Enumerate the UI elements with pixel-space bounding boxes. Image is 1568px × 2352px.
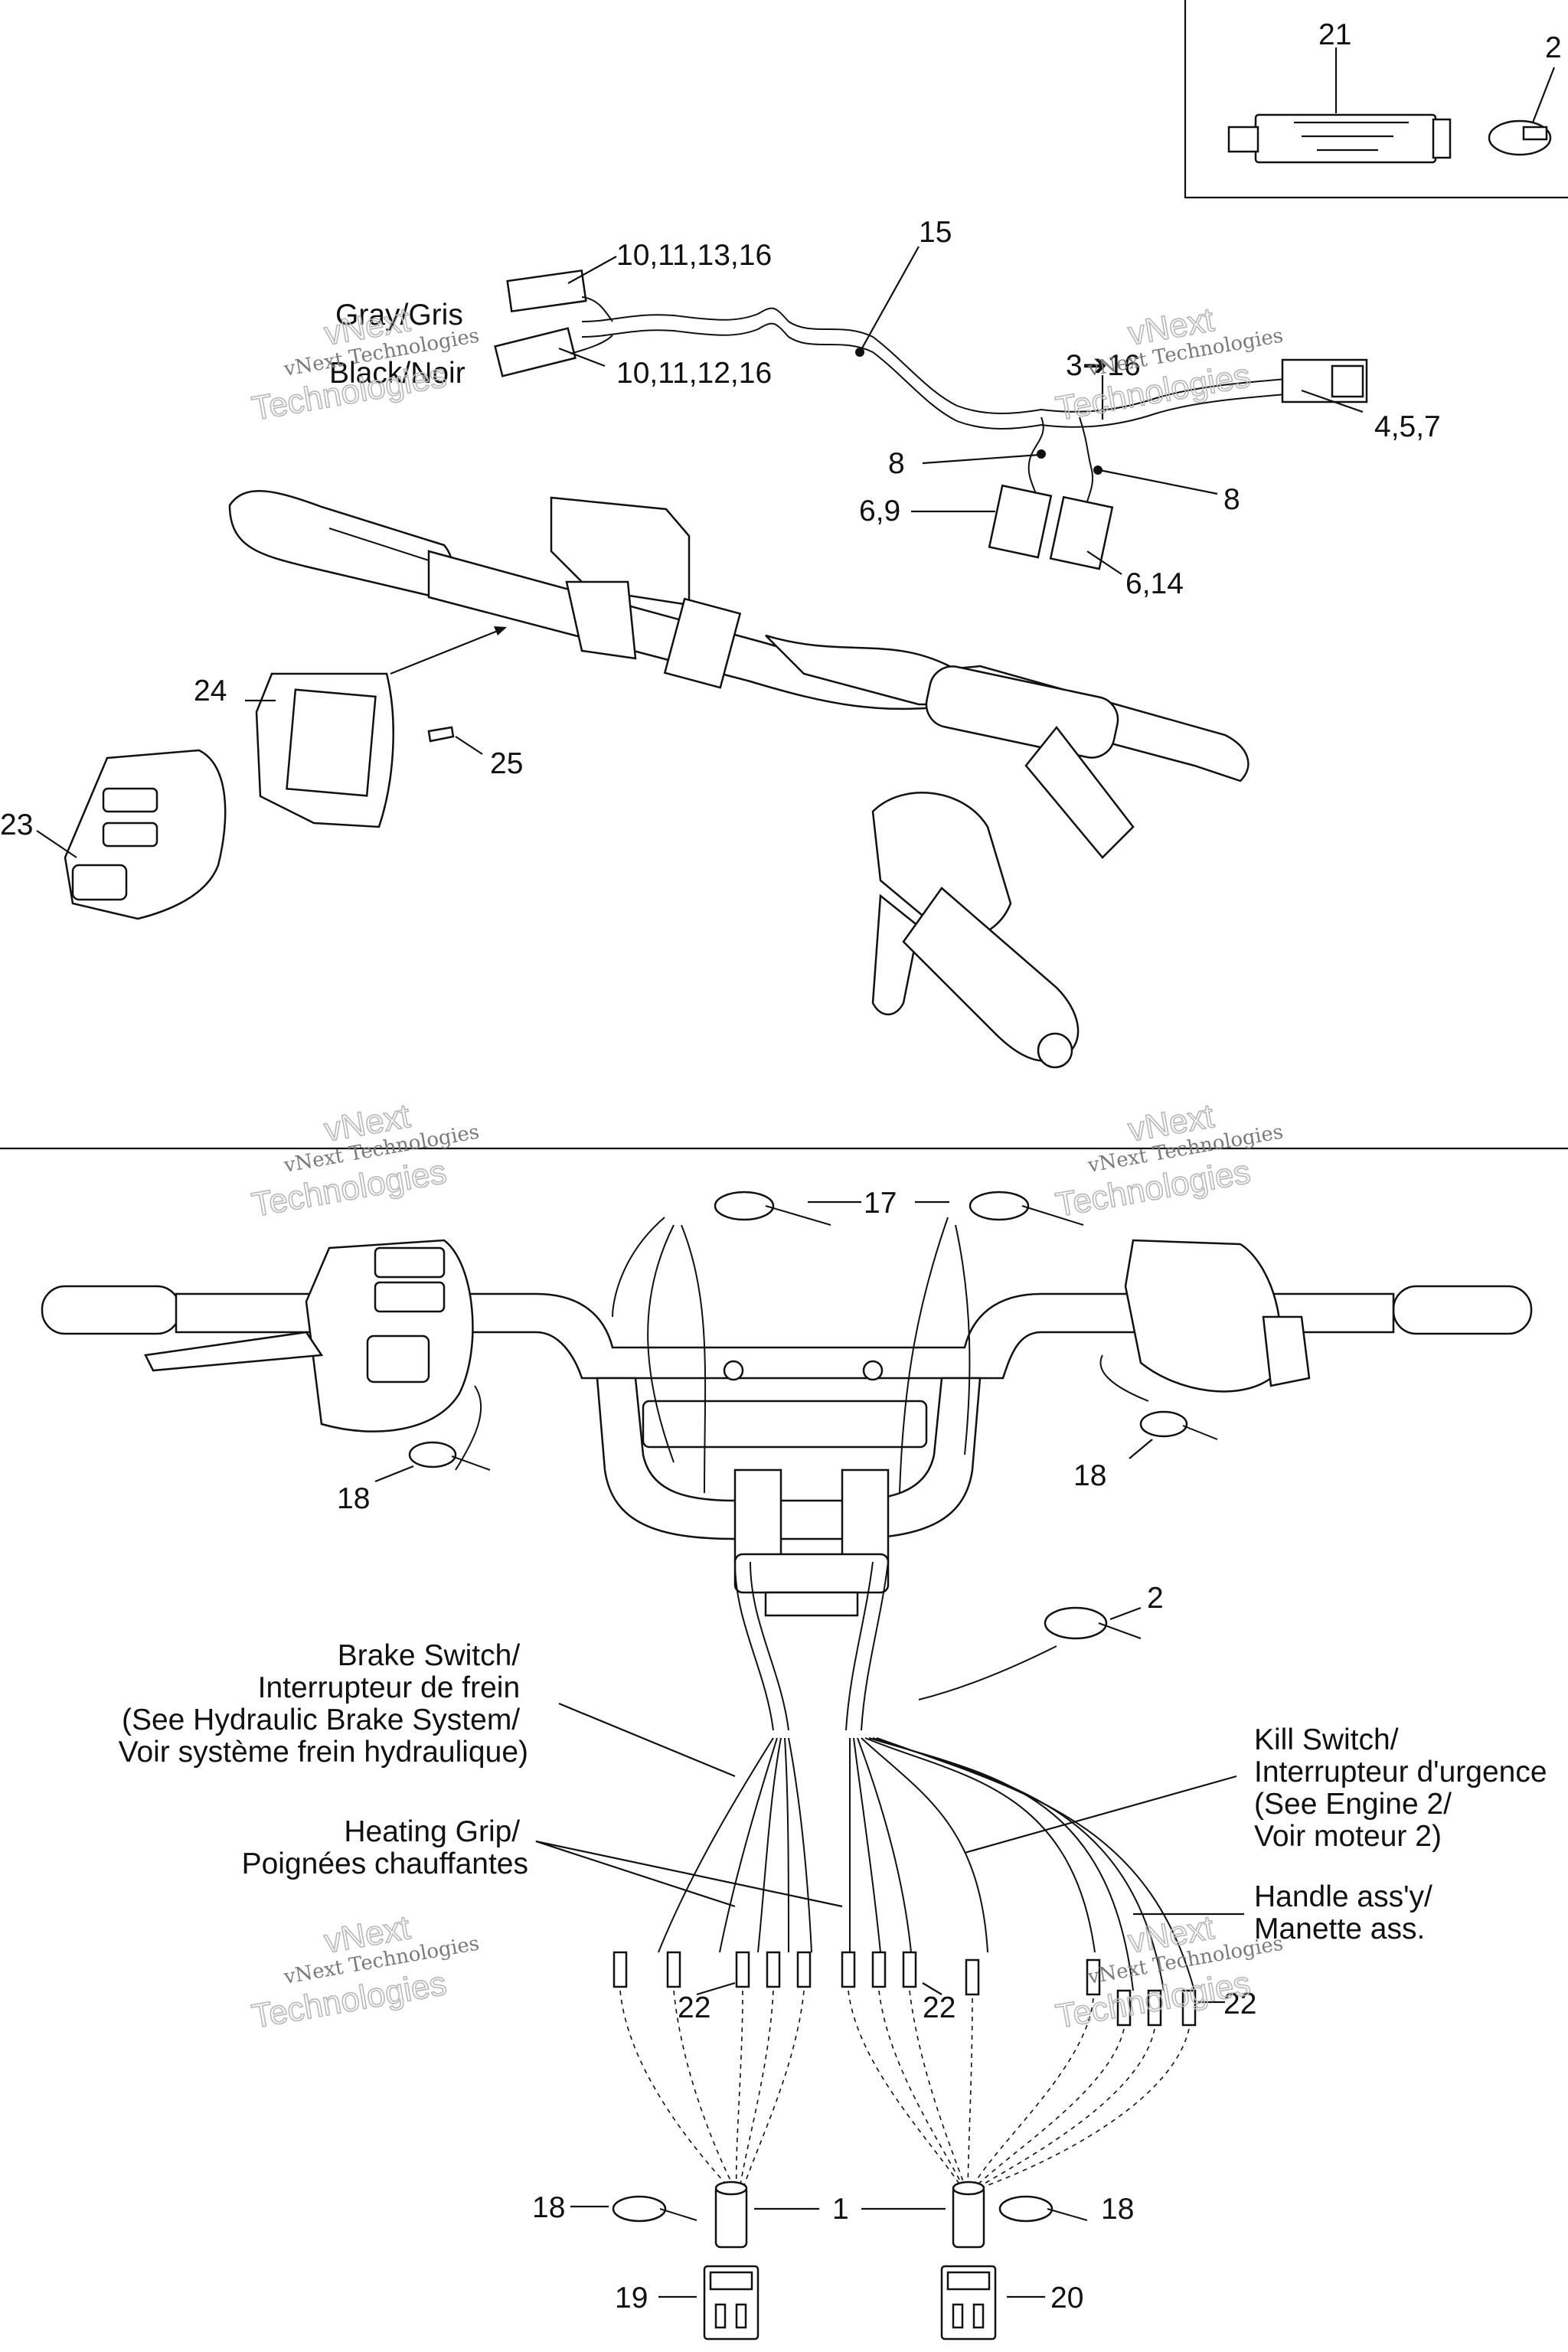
note-kill-line4: Voir moteur 2) (1254, 1820, 1442, 1853)
callout-19: 19 (615, 2282, 648, 2314)
callout-15: 15 (919, 216, 952, 249)
harness-bundles (658, 1561, 1195, 1991)
inset-box: 21 2 (1184, 0, 1568, 199)
callout-8-left: 8 (888, 447, 905, 480)
callout-10-11-13-16: 10,11,13,16 (616, 239, 772, 272)
cable-ties-17 (714, 1191, 1084, 1226)
right-grip-front (1392, 1285, 1533, 1335)
note-brake-line1: Brake Switch/ (338, 1639, 521, 1672)
dashed-leads (619, 1990, 1190, 2190)
tie-18-left (408, 1441, 457, 1468)
wire-label-gray: Gray/Gris (335, 299, 463, 332)
connector-gray (506, 269, 587, 313)
connector-6-9 (988, 484, 1053, 559)
left-brake-lever (144, 1331, 324, 1372)
left-grip (228, 490, 454, 599)
grease-tube (1227, 113, 1452, 164)
note-kill-line1: Kill Switch/ (1254, 1723, 1399, 1756)
callout-24: 24 (194, 675, 227, 707)
sleeves-1 (714, 2180, 985, 2249)
connector-6-14 (1049, 495, 1114, 570)
plug-19 (703, 2265, 760, 2341)
handlebar-front (41, 1239, 1533, 1617)
left-grip-front (41, 1285, 181, 1335)
callout-20: 20 (1050, 2282, 1083, 2314)
tie-ring (1488, 119, 1552, 156)
callout-18-right: 18 (1073, 1459, 1106, 1492)
callout-6-14: 6,14 (1125, 567, 1184, 600)
callout-2-mid: 2 (1147, 1582, 1164, 1615)
throttle-lever (871, 893, 920, 1016)
callout-17: 17 (864, 1187, 897, 1220)
plug-20 (940, 2265, 997, 2341)
switch-housing-exploded (64, 672, 455, 920)
screw-25 (427, 726, 455, 743)
callout-2-top: 2 (1545, 31, 1562, 64)
note-handle-line2: Manette ass. (1254, 1913, 1425, 1945)
wiring-harness-top (494, 269, 1368, 570)
tie-18-bottom-left (612, 2195, 667, 2223)
watermark-4: vNext vNext Technologies Technologies (1053, 1096, 1285, 1224)
callout-6-9: 6,9 (859, 495, 900, 528)
callout-3-16: 3➔16 (1066, 349, 1141, 382)
tie-2-mid (1044, 1606, 1108, 1640)
note-brake-line4: Voir système frein hydraulique) (119, 1736, 528, 1769)
note-kill-line2: Interrupteur d'urgence (1254, 1756, 1547, 1788)
terminals-22 (612, 1951, 1197, 2027)
callout-18-left: 18 (337, 1482, 370, 1515)
callout-22-a: 22 (678, 1991, 710, 2024)
watermark-5: vNext vNext Technologies Technologies (249, 1908, 482, 2036)
note-heating-line2: Poignées chauffantes (242, 1847, 528, 1880)
note-heating-line1: Heating Grip/ (344, 1815, 520, 1848)
wire-label-black: Black/Noir (329, 357, 466, 390)
tie-18-bottom-right (998, 2195, 1054, 2223)
callout-18-bottom-right: 18 (1101, 2193, 1134, 2226)
note-brake: Brake Switch/ Interrupteur de frein (See… (119, 1639, 528, 1769)
tie-18-right (1139, 1410, 1188, 1438)
handlebar-bar (175, 1292, 1395, 1380)
callout-4-5-7: 4,5,7 (1374, 410, 1441, 443)
note-handle-line1: Handle ass'y/ (1254, 1880, 1432, 1913)
callout-8-right: 8 (1223, 483, 1240, 516)
callout-21: 21 (1318, 18, 1351, 51)
callout-1: 1 (832, 2193, 849, 2226)
right-throttle-housing (1124, 1239, 1282, 1393)
note-kill-line3: (See Engine 2/ (1254, 1788, 1452, 1821)
note-handle: Handle ass'y/ Manette ass. (1254, 1880, 1441, 1945)
callout-18-bottom-left: 18 (532, 2191, 565, 2224)
callout-23: 23 (0, 808, 33, 841)
note-kill: Kill Switch/ Interrupteur d'urgence (See… (1254, 1723, 1555, 1853)
callout-25: 25 (490, 747, 523, 780)
handlebar-perspective (228, 490, 1250, 1069)
note-brake-line3: (See Hydraulic Brake System/ (122, 1704, 520, 1736)
watermark-3: vNext vNext Technologies Technologies (249, 1096, 482, 1224)
note-brake-line2: Interrupteur de frein (258, 1671, 521, 1704)
callout-22-b: 22 (923, 1991, 956, 2024)
connector-black (494, 327, 577, 377)
note-heating: Heating Grip/ Poignées chauffantes (242, 1815, 528, 1880)
handlebar-clamp-block (925, 665, 1119, 759)
callout-10-11-12-16: 10,11,12,16 (616, 357, 772, 390)
callout-22-c: 22 (1223, 1988, 1256, 2020)
